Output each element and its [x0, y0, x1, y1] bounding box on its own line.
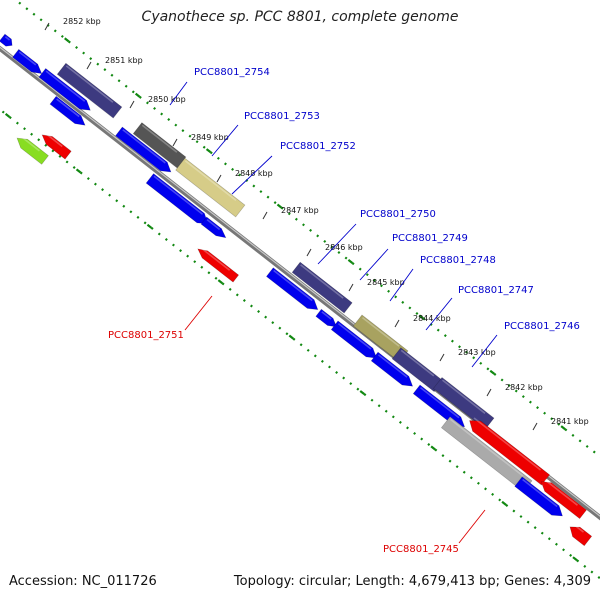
feature-gray-highlight [141, 124, 178, 153]
tick-label: 2852 kbp [63, 17, 101, 26]
cds-forward-highlight [321, 311, 332, 320]
feature-khaki [175, 157, 246, 218]
gene-label: PCC8801_2746 [504, 321, 580, 332]
cds-forward [200, 216, 227, 239]
feature-olive-highlight [361, 316, 400, 347]
gene-label-leader [184, 295, 213, 331]
tick-label: 2843 kbp [458, 348, 496, 357]
cds-reverse-highlight [45, 132, 63, 148]
cds-forward [370, 351, 414, 387]
cds-forward-highlight [273, 269, 313, 302]
gene-label-leader [231, 155, 273, 195]
cds-forward-highlight [377, 354, 408, 378]
cds-reverse [469, 420, 550, 486]
cds-forward-highlight [153, 175, 204, 215]
cds-forward-highlight [18, 51, 37, 66]
cds-forward-highlight [122, 129, 166, 164]
cds-forward-highlight [4, 36, 11, 41]
accession-text: Accession: NC_011726 [9, 574, 157, 589]
tick-mark [262, 211, 268, 220]
feature-track [0, 33, 593, 547]
feature-lime [16, 137, 49, 165]
cds-reverse [41, 134, 72, 160]
tick-label: 2846 kbp [325, 243, 363, 252]
map-title: Cyanothece sp. PCC 8801, complete genome [141, 9, 459, 25]
tick-mark [394, 319, 400, 328]
gene-label: PCC8801_2748 [420, 255, 496, 266]
cds-reverse-highlight [200, 247, 231, 271]
tick-label: 2851 kbp [105, 56, 143, 65]
feature-lightgray-highlight [449, 418, 524, 477]
tick-mark [216, 174, 222, 183]
cds-forward-highlight [206, 219, 221, 231]
gene-label: PCC8801_2753 [244, 111, 320, 122]
gene-label: PCC8801_2745 [383, 544, 459, 555]
gene-label-leader [169, 81, 188, 106]
cds-reverse-highlight [544, 479, 578, 506]
tick-label: 2847 kbp [281, 206, 319, 215]
cds-forward [266, 267, 319, 310]
gene-label: PCC8801_2747 [458, 285, 534, 296]
cds-forward [38, 68, 91, 111]
feature-navy-highlight [400, 349, 435, 377]
feature-lime-highlight [20, 135, 40, 152]
gene-label-leader [359, 248, 389, 281]
cds-forward [514, 476, 563, 517]
gene-label-leader [425, 297, 453, 331]
cds-reverse-highlight [573, 524, 584, 533]
cds-reverse [569, 526, 593, 547]
gene-labels: PCC8801_2754PCC8801_2753PCC8801_2752PCC8… [108, 67, 580, 555]
gene-label: PCC8801_2754 [194, 67, 270, 78]
gene-label-leader [389, 268, 414, 302]
tick-mark [44, 22, 50, 31]
gene-label-leader [471, 334, 498, 368]
cds-forward [12, 48, 43, 74]
cds-forward-highlight [45, 70, 86, 102]
tick-label: 2842 kbp [505, 383, 543, 392]
tick-mark [439, 353, 445, 362]
tick-label: 2841 kbp [551, 417, 589, 426]
tick-label: 2849 kbp [191, 133, 229, 142]
cds-forward [115, 126, 172, 173]
feature-navy-highlight [65, 65, 114, 103]
tick-mark [129, 100, 135, 109]
cds-forward-highlight [419, 387, 460, 419]
tick-mark [348, 283, 354, 292]
tick-label: 2845 kbp [367, 278, 405, 287]
gene-label-leader [317, 223, 357, 265]
cds-reverse [540, 481, 587, 520]
tick-label: 2844 kbp [413, 314, 451, 323]
gene-label: PCC8801_2750 [360, 209, 436, 220]
feature-navy-highlight [441, 379, 486, 414]
gene-label-leader [211, 124, 239, 157]
feature-navy [291, 261, 353, 314]
gene-label-leader [458, 509, 486, 544]
tick-mark [306, 248, 312, 257]
tick-mark [86, 61, 92, 70]
tick-mark [532, 422, 538, 431]
cds-reverse-highlight [473, 417, 542, 471]
feature-navy-highlight [300, 264, 344, 299]
cds-forward-highlight [337, 322, 372, 350]
tick-mark [486, 388, 492, 397]
cds-forward [49, 95, 86, 126]
gene-label: PCC8801_2751 [108, 330, 184, 341]
gene-label: PCC8801_2752 [280, 141, 356, 152]
cds-reverse [197, 248, 240, 283]
cds-forward-highlight [56, 98, 80, 118]
topology-text: Topology: circular; Length: 4,679,413 bp… [233, 574, 591, 589]
cds-forward [0, 33, 13, 47]
feature-navy [391, 347, 444, 393]
gene-label: PCC8801_2749 [392, 233, 468, 244]
cds-forward [315, 308, 338, 328]
feature-navy [56, 62, 123, 119]
cds-forward [330, 320, 378, 359]
tick-mark [172, 138, 178, 147]
feature-khaki-highlight [184, 160, 237, 201]
cds-forward-highlight [522, 478, 558, 508]
tick-label: 2850 kbp [148, 95, 186, 104]
